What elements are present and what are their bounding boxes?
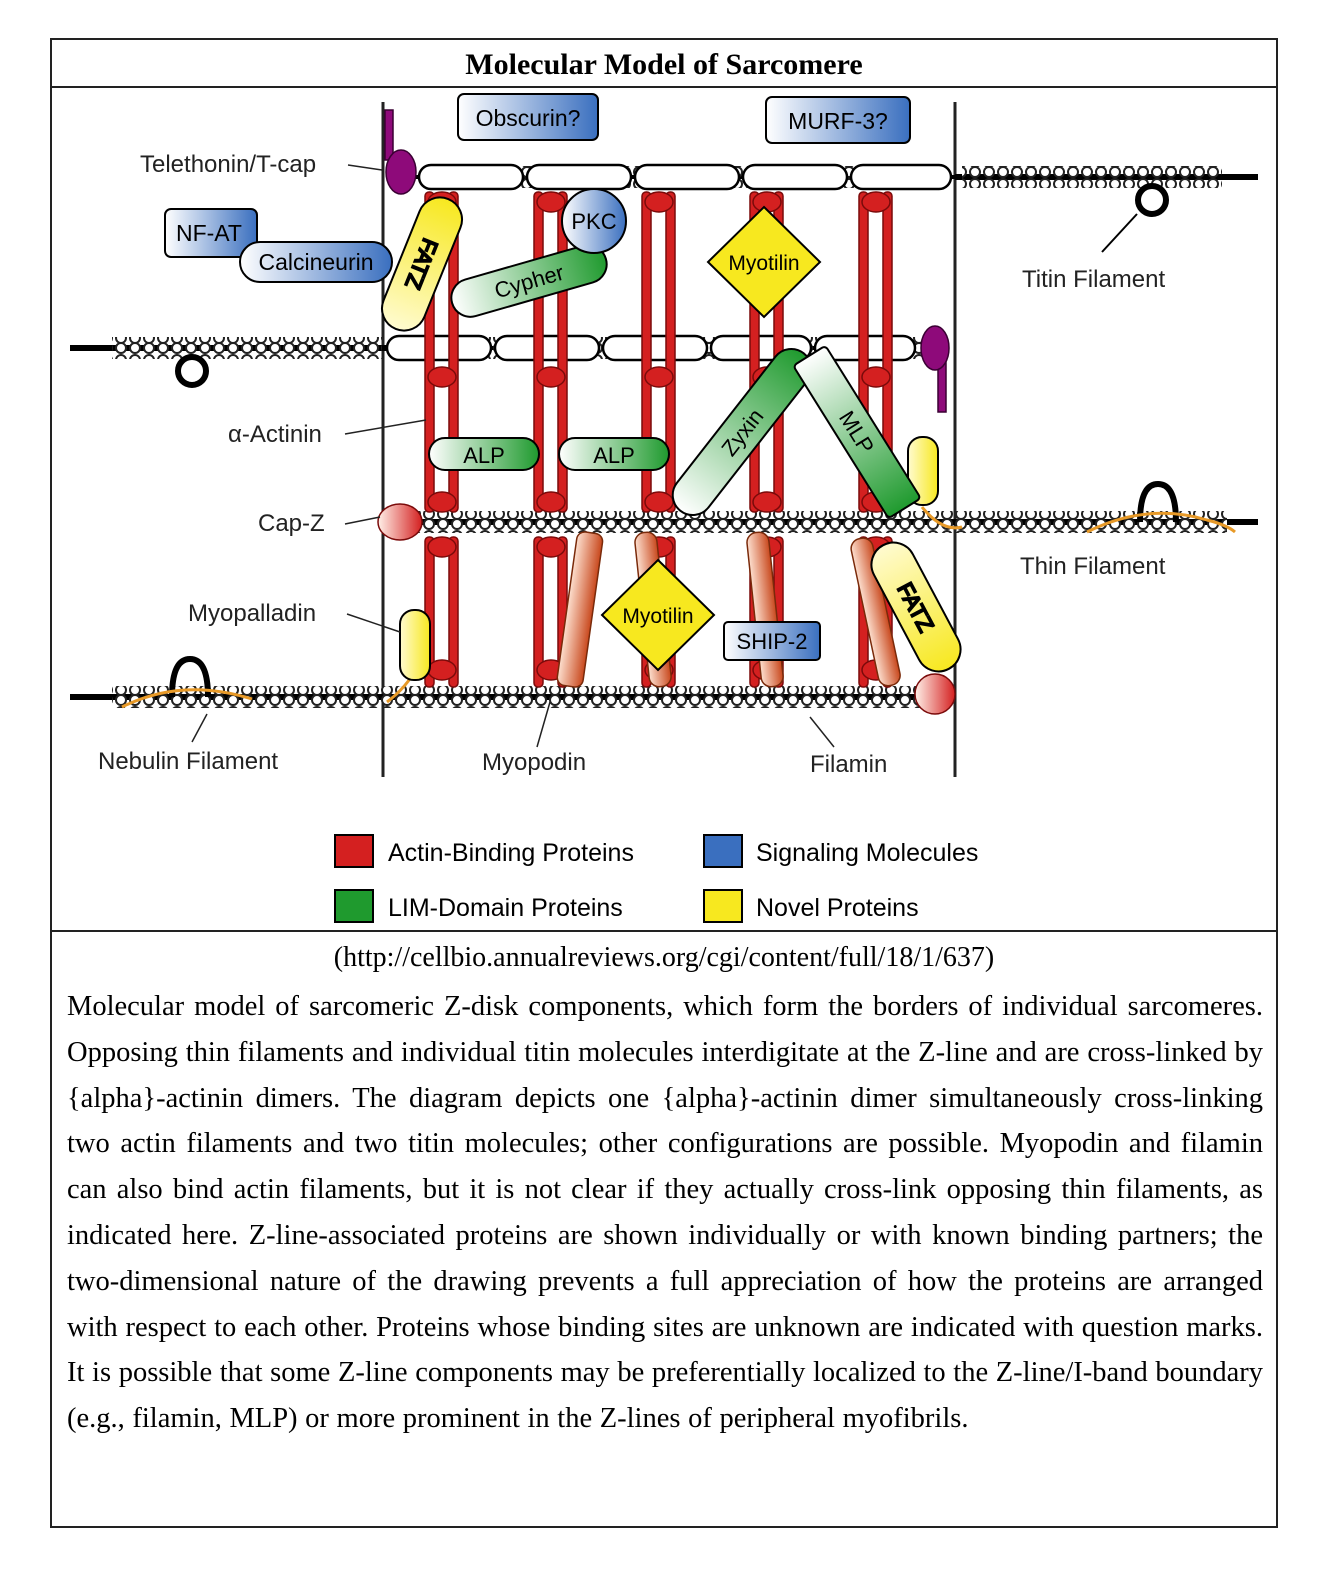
legend-swatch-green xyxy=(334,889,374,923)
myopodin-label: Myopodin xyxy=(482,749,586,776)
sarcomere-diagram: FATZ FATZ Myotilin Myotilin Cypher xyxy=(70,93,1258,923)
svg-text:SHIP-2: SHIP-2 xyxy=(737,629,808,654)
svg-text:NF-AT: NF-AT xyxy=(176,220,242,246)
svg-text:MURF-3?: MURF-3? xyxy=(788,108,888,134)
legend-item-signaling: Signaling Molecules xyxy=(703,834,978,868)
svg-text:PKC: PKC xyxy=(571,209,616,234)
thin-filament-right xyxy=(387,480,1258,534)
ship2-box: SHIP-2 xyxy=(723,621,821,661)
titin-filament-label: Titin Filament xyxy=(1022,266,1165,293)
mlp-shape: MLP xyxy=(793,346,921,518)
legend-swatch-yellow xyxy=(703,889,743,923)
capz-label: Cap-Z xyxy=(258,510,325,537)
myopalladin-shape xyxy=(399,609,431,681)
titin-filament-lower xyxy=(70,337,387,388)
figure-title: Molecular Model of Sarcomere xyxy=(52,40,1276,88)
alpha-actinin-label: α-Actinin xyxy=(228,421,322,448)
legend-label-lim: LIM-Domain Proteins xyxy=(388,894,623,922)
telethonin-icon xyxy=(384,109,950,413)
legend-item-novel: Novel Proteins xyxy=(703,889,919,923)
side-labels: Telethonin/T-cap Titin Filament α-Actini… xyxy=(98,151,1166,778)
capz-icon xyxy=(377,503,956,715)
telethonin-label: Telethonin/T-cap xyxy=(140,151,316,178)
svg-text:Myotilin: Myotilin xyxy=(622,605,693,628)
svg-text:ALP: ALP xyxy=(463,443,505,468)
titin-capsules-upper xyxy=(417,163,953,191)
svg-text:Calcineurin: Calcineurin xyxy=(258,249,373,275)
myopalladin-label: Myopalladin xyxy=(188,600,316,627)
legend-swatch-red xyxy=(334,834,374,868)
legend: Actin-Binding Proteins Signaling Molecul… xyxy=(334,834,978,923)
calcineurin-box: Calcineurin xyxy=(239,241,393,283)
fatz-upper-shape: FATZ xyxy=(381,196,463,332)
legend-label-actin-binding: Actin-Binding Proteins xyxy=(388,839,634,867)
titin-filament-upper xyxy=(955,166,1258,253)
source-url: (http://cellbio.annualreviews.org/cgi/co… xyxy=(333,942,995,973)
nfat-box: NF-AT xyxy=(164,208,258,258)
filamin-label: Filamin xyxy=(810,751,887,778)
figure-caption: Molecular model of sarcomeric Z-disk com… xyxy=(67,991,1263,1435)
legend-item-actin-binding: Actin-Binding Proteins xyxy=(334,834,634,868)
myotilin-lower-diamond: Myotilin xyxy=(600,558,716,672)
svg-text:ALP: ALP xyxy=(593,443,635,468)
titin-capsules-lower xyxy=(385,334,917,362)
legend-swatch-blue xyxy=(703,834,743,868)
svg-text:Myotilin: Myotilin xyxy=(728,252,799,275)
murf3-box: MURF-3? xyxy=(765,96,911,144)
nebulin-filament-label: Nebulin Filament xyxy=(98,748,278,775)
figure-frame: Molecular Model of Sarcomere xyxy=(50,38,1278,1528)
pkc-circle: PKC xyxy=(561,188,627,254)
signaling-molecules: Obscurin? MURF-3? NF-AT Calcineurin PKC … xyxy=(164,93,911,661)
legend-label-signaling: Signaling Molecules xyxy=(756,839,978,867)
thin-filament-label: Thin Filament xyxy=(1020,553,1166,580)
alp-shape-2: ALP xyxy=(558,437,670,471)
alp-shape-1: ALP xyxy=(428,437,540,471)
svg-text:Obscurin?: Obscurin? xyxy=(476,105,581,131)
obscurin-box: Obscurin? xyxy=(457,93,599,141)
myotilin-upper-diamond: Myotilin xyxy=(706,205,822,319)
legend-label-novel: Novel Proteins xyxy=(756,894,919,922)
thin-filament-left xyxy=(70,655,955,709)
legend-item-lim: LIM-Domain Proteins xyxy=(334,889,623,923)
novel-proteins: FATZ FATZ Myotilin Myotilin xyxy=(381,196,962,681)
caption-divider xyxy=(52,930,1276,932)
